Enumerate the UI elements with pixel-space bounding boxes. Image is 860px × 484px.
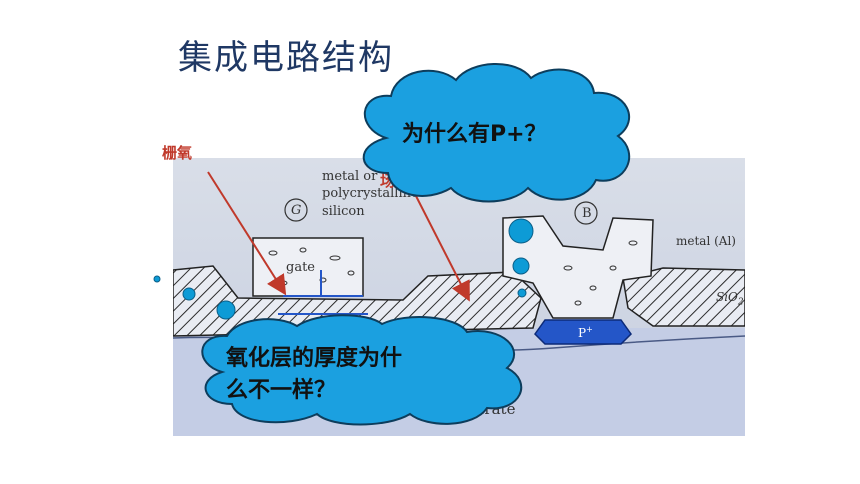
p-plus-superscript: +	[586, 325, 593, 334]
bubble	[216, 300, 236, 320]
question-bottom-line2: 么不一样？	[226, 378, 337, 403]
gate-oxide-label: 栅氧	[162, 144, 193, 162]
bubble	[517, 288, 527, 298]
sio2-text: SiO	[716, 290, 738, 304]
metal-label-line2: polycrystalline	[322, 186, 419, 201]
bubble	[153, 275, 161, 283]
gate-label: gate	[286, 260, 315, 275]
gate-terminal-label: G	[291, 203, 302, 218]
metal-label-line1: metal or	[322, 169, 378, 184]
question-cloud-top	[362, 63, 631, 203]
question-top-text: 为什么有P+？	[402, 122, 547, 147]
question-bottom-line1: 氧化层的厚度为什	[226, 346, 403, 371]
metal-al-label: metal (Al)	[676, 234, 736, 248]
bubble	[508, 218, 534, 244]
gate-terminal-circle	[284, 198, 308, 222]
field-oxide-arrow	[415, 195, 470, 302]
question-cloud-bottom	[201, 314, 523, 426]
bubble	[512, 257, 530, 275]
sio2-label: SiO2	[716, 290, 744, 310]
body-terminal-circle	[574, 201, 598, 225]
body-terminal-label: B	[582, 206, 592, 221]
gate-oxide-arrow	[207, 171, 287, 296]
p-plus-label: P+	[578, 322, 593, 341]
field-oxide-right	[622, 267, 745, 327]
bubble	[182, 287, 196, 301]
metal-label-line3: silicon	[322, 204, 365, 219]
slide-title: 集成电路结构	[178, 38, 394, 78]
p-plus-text: P	[578, 326, 587, 340]
p-plus-region	[534, 319, 632, 345]
body-contact-metal	[502, 215, 654, 319]
sio2-subscript: 2	[737, 297, 744, 308]
